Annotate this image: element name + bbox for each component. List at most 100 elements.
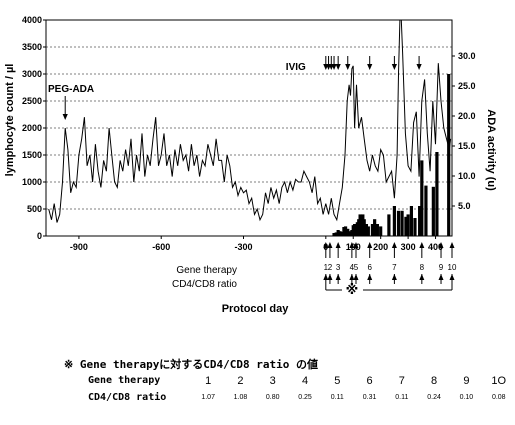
annotations: PEG-ADA IVIG (48, 56, 422, 120)
ratio-arrow-head (391, 274, 397, 280)
ada-bar (447, 74, 451, 236)
ada-bar (406, 214, 410, 236)
ratio-row: CD4/CD8 ratio 1.07 1.08 0.80 0.25 0.11 0… (88, 389, 515, 406)
ada-bar (342, 227, 346, 236)
y-tick-label: 3000 (22, 69, 42, 79)
gene-therapy-number: 6 (367, 263, 372, 272)
y2-tick-label: 5.0 (458, 201, 471, 211)
lymphocyte-series-line (48, 20, 452, 223)
ada-bar (332, 233, 336, 236)
therapy-cell: 1 (205, 374, 212, 387)
y-tick-label: 1000 (22, 177, 42, 187)
ratio-arrow-head (349, 274, 355, 280)
ada-bar (392, 206, 396, 236)
ratio-cell: 0.11 (330, 394, 344, 401)
ada-bar (366, 226, 370, 236)
x-axis-label: Protocol day (222, 303, 290, 315)
x-axis-ticks: -900-600-3000100200300400 (70, 236, 443, 252)
x-tick-label: -900 (70, 242, 88, 252)
ada-bar (348, 231, 352, 236)
ratio-cell: 0.11 (395, 394, 409, 401)
ratio-cell: 0.10 (459, 394, 474, 401)
gene-therapy-arrow-head (449, 242, 455, 248)
therapy-cell: 4 (301, 374, 309, 387)
therapy-header: Gene therapy (88, 375, 161, 386)
ratio-cell: 0.08 (491, 394, 506, 401)
ratio-cell: 1.07 (201, 394, 215, 401)
gene-therapy-arrow-head (323, 242, 329, 248)
ivig-arrow-head (331, 64, 337, 70)
ada-bar (413, 218, 417, 236)
therapy-cell: 8 (431, 374, 438, 387)
ada-bar (420, 160, 424, 236)
ada-bar (387, 214, 391, 236)
therapy-cell: 6 (366, 374, 373, 387)
ratio-cell: 1.08 (233, 394, 248, 401)
y2-axis-ticks: 5.0 10.0 15.0 20.0 25.0 30.0 (452, 51, 476, 211)
gene-therapy-arrow-head (419, 242, 425, 248)
ratio-arrow-head (419, 274, 425, 280)
x-tick-label: -300 (235, 242, 253, 252)
ivig-arrow-head (345, 64, 351, 70)
y2-tick-label: 25.0 (458, 81, 476, 91)
ivig-arrow-head (335, 64, 341, 70)
ratio-cell: 0.80 (265, 394, 280, 401)
ada-bar (340, 231, 344, 236)
ada-bar (370, 224, 375, 236)
therapy-cell: 7 (398, 374, 405, 387)
y-tick-label: 1500 (22, 150, 42, 160)
peg-ada-label: PEG-ADA (48, 84, 94, 95)
ratio-cell: 0.25 (298, 394, 312, 401)
ratio-table: Gene therapy 1 2 3 4 5 6 7 8 9 1O CD4/CD… (88, 372, 515, 406)
ada-bar (400, 210, 404, 236)
gene-therapy-number: 10 (448, 263, 457, 272)
peg-ada-arrow-head (62, 114, 68, 120)
y2-tick-label: 10.0 (458, 171, 476, 181)
ada-bars (332, 74, 451, 236)
gene-therapy-arrow-head (349, 242, 355, 248)
y-tick-label: 3500 (22, 42, 42, 52)
y2-tick-label: 20.0 (458, 111, 476, 121)
ada-bar (404, 216, 408, 236)
ivig-label: IVIG (286, 62, 306, 73)
gene-therapy-number: 5 (354, 263, 359, 272)
y2-axis-label: ADA activity (u) (485, 109, 497, 191)
ratio-arrow-head (449, 274, 455, 280)
note-title: ※ Gene therapyに対するCD4/CD8 ratio の値 (64, 358, 319, 371)
x-tick-label: 400 (428, 242, 443, 252)
gene-therapy-arrow-head (353, 242, 359, 248)
ada-bar (364, 224, 369, 236)
gene-therapy-arrow-head (438, 242, 444, 248)
ada-bar (343, 226, 348, 236)
x-tick-label: 300 (401, 242, 416, 252)
ratio-arrow-head (335, 274, 341, 280)
y-tick-label: 2000 (22, 123, 42, 133)
therapy-cell: 1O (491, 374, 507, 387)
ivig-arrow-head (367, 64, 373, 70)
y2-tick-label: 30.0 (458, 51, 476, 61)
gene-therapy-number: 1 (324, 263, 329, 272)
y-axis-label: lymphocyte count / µl (4, 64, 16, 177)
gene-therapy-number: 7 (392, 263, 397, 272)
lymphocyte-line (48, 20, 452, 223)
ratio-arrow-head (438, 274, 444, 280)
therapy-cell: 3 (269, 374, 276, 387)
ada-bar (409, 206, 413, 236)
ivig-arrow-head (391, 64, 397, 70)
ratio-row-label: CD4/CD8 ratio (172, 279, 237, 290)
ratio-cell: 0.31 (362, 394, 377, 401)
y-tick-label: 500 (27, 204, 42, 214)
ada-bar (379, 226, 383, 236)
gene-therapy-number: 3 (336, 263, 341, 272)
gene-therapy-number: 8 (420, 263, 425, 272)
therapy-cell: 9 (463, 374, 470, 387)
y2-tick-label: 15.0 (458, 141, 476, 151)
gene-therapy-arrow-head (367, 242, 373, 248)
ratio-arrow-head (327, 274, 333, 280)
y-tick-label: 4000 (22, 15, 42, 25)
therapy-row: Gene therapy 1 2 3 4 5 6 7 8 9 1O (88, 372, 515, 389)
ada-bar (435, 152, 439, 236)
ratio-arrow-head (353, 274, 359, 280)
ada-bar (336, 230, 340, 236)
